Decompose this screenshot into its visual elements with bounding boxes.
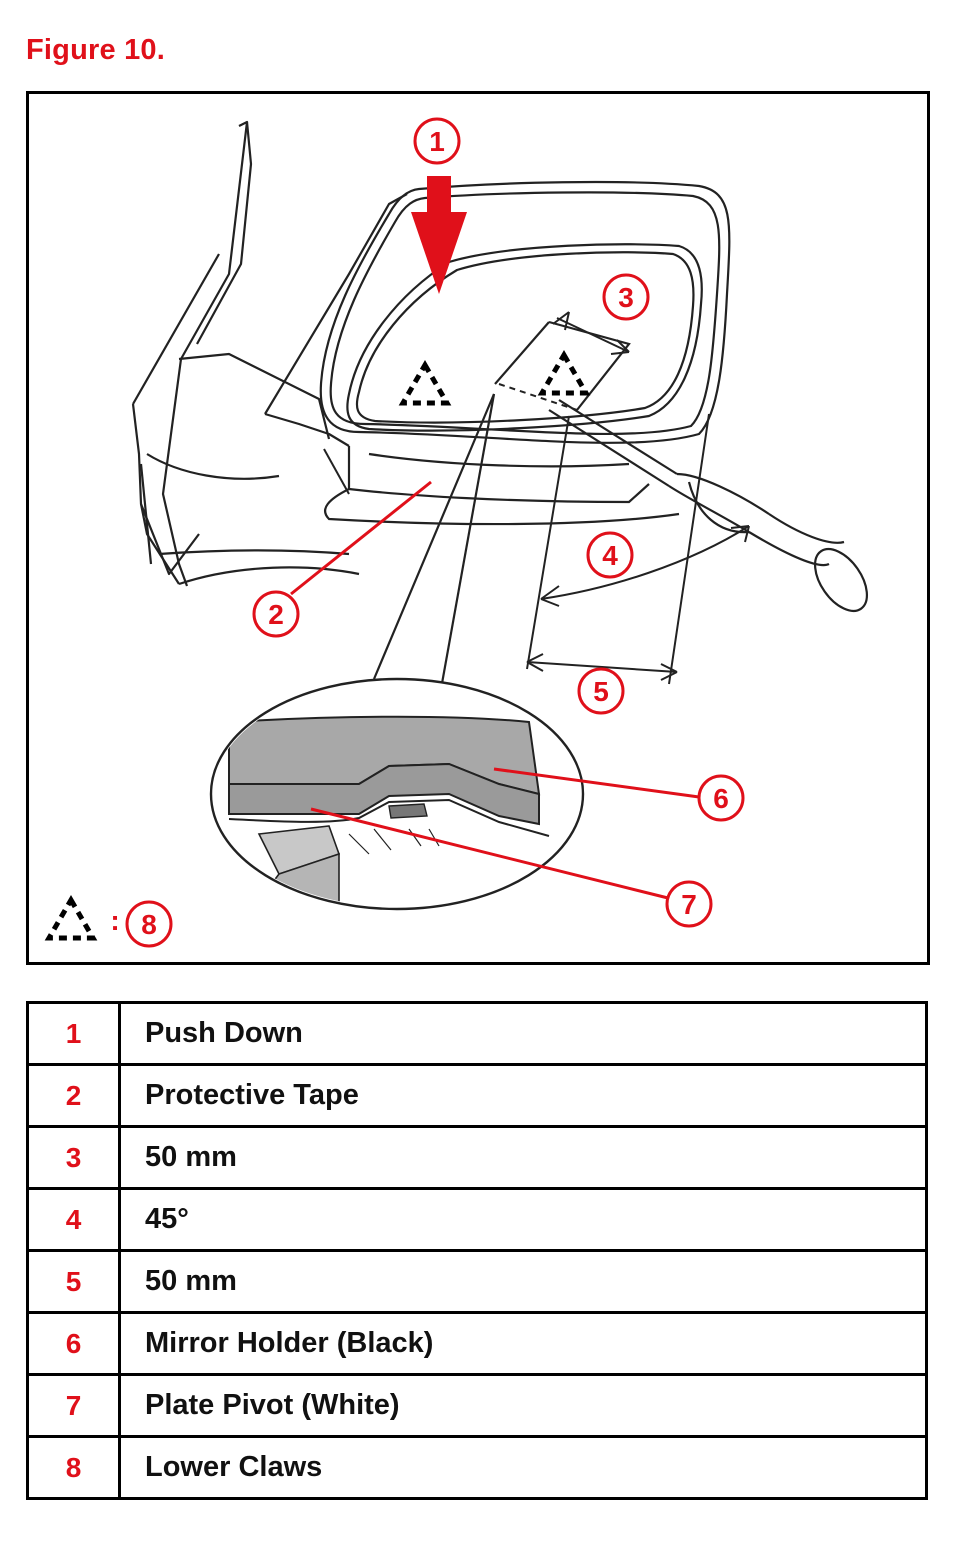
legend-number: 1: [26, 1001, 121, 1066]
table-row: 3 50 mm: [26, 1125, 928, 1190]
table-row: 8 Lower Claws: [26, 1435, 928, 1500]
legend-table: 1 Push Down 2 Protective Tape 3 50 mm 4 …: [26, 1001, 928, 1500]
door-outline: [131, 120, 408, 587]
callout-8: 8: [141, 909, 157, 940]
mirror-diagram: 1 2 3 4 5 6 7 8 :: [29, 117, 869, 948]
legend-number: 2: [26, 1063, 121, 1128]
legend-description: Push Down: [118, 1001, 928, 1066]
table-row: 5 50 mm: [26, 1249, 928, 1314]
legend-description: Lower Claws: [118, 1435, 928, 1500]
callout-3: 3: [618, 282, 634, 313]
callout-circles: [125, 117, 745, 948]
legend-number: 3: [26, 1125, 121, 1190]
diagram-frame: 1 2 3 4 5 6 7 8 :: [26, 91, 930, 965]
table-row: 2 Protective Tape: [26, 1063, 928, 1128]
table-row: 7 Plate Pivot (White): [26, 1373, 928, 1438]
legend-number: 6: [26, 1311, 121, 1376]
leader-lines: [290, 480, 700, 901]
legend-number: 5: [26, 1249, 121, 1314]
legend-description: 45°: [118, 1187, 928, 1252]
callout-2: 2: [268, 599, 284, 630]
zoom-callout-lines: [372, 393, 496, 690]
legend-description: 50 mm: [118, 1249, 928, 1314]
callout-4: 4: [602, 540, 618, 571]
screwdriver-icon: [548, 399, 869, 612]
legend-number: 8: [26, 1435, 121, 1500]
zoom-detail: [209, 677, 585, 911]
table-row: 6 Mirror Holder (Black): [26, 1311, 928, 1376]
table-row: 1 Push Down: [26, 1001, 928, 1066]
housing-ridge: [323, 448, 350, 495]
dashed-triangle-icon: [542, 355, 586, 393]
legend-description: Plate Pivot (White): [118, 1373, 928, 1438]
mirror-housing: [319, 180, 731, 526]
legend-description: Protective Tape: [118, 1063, 928, 1128]
table-row: 4 45°: [26, 1187, 928, 1252]
callout-6: 6: [713, 783, 729, 814]
callout-7: 7: [681, 889, 697, 920]
dashed-triangle-icon: [403, 365, 447, 403]
legend-description: 50 mm: [118, 1125, 928, 1190]
callout-5: 5: [593, 676, 609, 707]
legend-number: 4: [26, 1187, 121, 1252]
legend-description: Mirror Holder (Black): [118, 1311, 928, 1376]
legend-number: 7: [26, 1373, 121, 1438]
dashed-triangle-icon: [49, 900, 93, 938]
figure-title: Figure 10.: [26, 34, 165, 66]
dimension-lines: [498, 311, 750, 685]
callout-1: 1: [429, 126, 445, 157]
key-separator: :: [110, 905, 119, 936]
down-arrow-icon: [411, 176, 467, 294]
